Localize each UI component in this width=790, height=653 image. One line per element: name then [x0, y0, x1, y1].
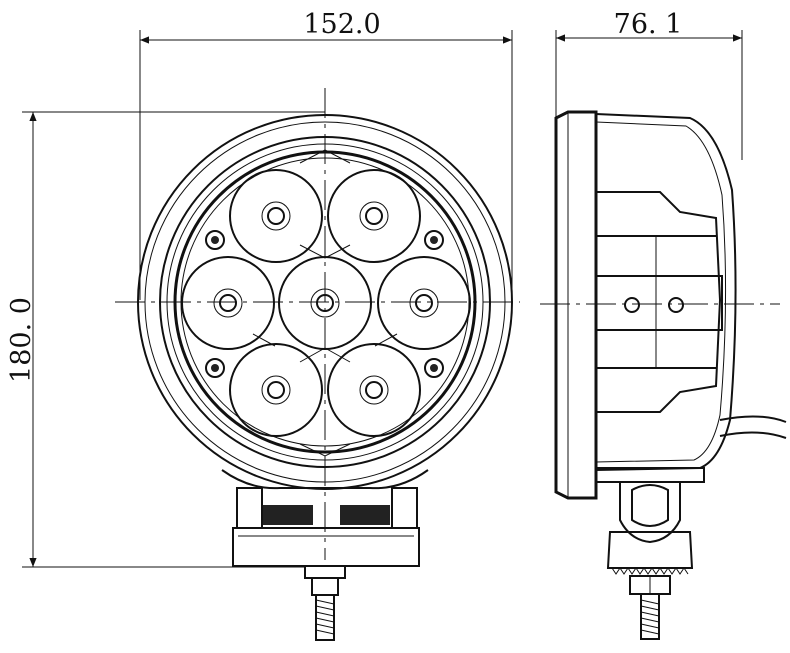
led-bottom-right: [327, 343, 421, 437]
height-dimension: 180. 0: [6, 111, 325, 568]
width-dimension-label: 152.0: [303, 9, 380, 40]
depth-dimension-label: 76. 1: [614, 9, 683, 40]
side-bolt: [640, 593, 660, 640]
side-bracket: [606, 482, 694, 640]
front-view: [115, 88, 520, 641]
front-bracket: [232, 487, 420, 641]
screws: [205, 230, 444, 378]
led-bottom-left: [229, 343, 323, 437]
front-bolt: [315, 594, 335, 641]
led-middle-right: [377, 256, 471, 350]
led-top-right: [327, 169, 421, 263]
height-dimension-label: 180. 0: [6, 297, 37, 383]
led-top-left: [229, 169, 323, 263]
width-dimension: 152.0: [139, 9, 513, 300]
led-middle-left: [181, 256, 275, 350]
led-cluster: [181, 149, 471, 457]
depth-dimension: 76. 1: [555, 9, 743, 160]
side-view: [540, 110, 787, 640]
